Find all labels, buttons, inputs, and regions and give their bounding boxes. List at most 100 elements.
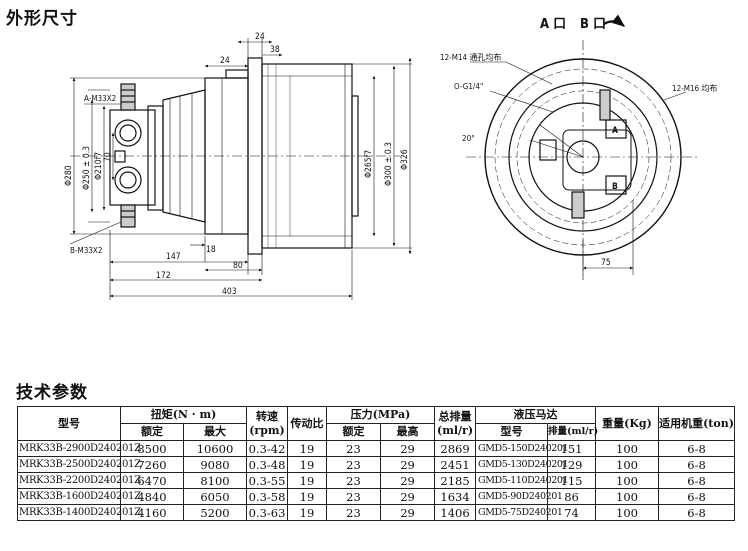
th-pressure-rated: 额定 [326,423,381,441]
cell-ratio: 19 [287,456,327,473]
dim-d250: Φ250 ± 0.3 [82,146,92,190]
th-model: 型号 [17,406,121,441]
cell-total-displacement: 2451 [434,456,477,473]
cell-pressure-max: 29 [379,472,436,489]
front-fitting-top [599,89,611,121]
cell-speed: 0.3-48 [246,456,288,473]
dim-d265: Φ265f7 [364,150,374,178]
cell-motor-model: GMD5-110D240201 [475,472,569,489]
th-machine-weight: 适用机重(ton) [658,406,736,441]
th-torque: 扭矩(N · m) [120,406,247,424]
cell-weight: 100 [595,456,660,473]
th-weight: 重量(Kg) [595,406,660,441]
port-b-box [605,175,627,195]
dim-172: 172 [156,271,171,281]
cell-weight: 100 [595,440,660,457]
cell-motor-model: GMD5-90D240201 [475,488,563,505]
cell-ratio: 19 [287,504,327,521]
tech-params-heading: 技术参数 [16,383,88,403]
cell-total-displacement: 2869 [434,440,477,457]
dim-24-top: 24 [255,32,265,42]
dim-d280: Φ280 [64,165,74,186]
port-a-direction-label: A 口 [540,17,566,32]
front-mark-a: A [612,126,618,136]
fitting-bottom [120,204,136,228]
cell-machine-weight: 6-8 [658,504,736,521]
th-torque-rated: 额定 [120,423,184,441]
side-view [69,38,412,300]
dim-147: 147 [166,252,181,262]
cell-pressure-max: 29 [379,456,436,473]
cell-pressure-rated: 23 [326,440,381,457]
cell-pressure-rated: 23 [326,456,381,473]
cell-speed: 0.3-58 [246,488,288,505]
fitting-top [120,83,136,111]
cell-ratio: 19 [287,440,327,457]
th-ratio: 传动比 [287,406,327,441]
cell-ratio: 19 [287,472,327,489]
cell-motor-model: GMD5-75D240201 [475,504,563,521]
th-pressure: 压力(MPa) [325,406,436,424]
holes-12-m14-label: 12-M14 通孔均布 [440,52,501,62]
cell-weight: 100 [595,472,660,489]
th-torque-max: 最大 [183,423,247,441]
cell-model: MRK33B-2500D240201Z [17,456,141,473]
spec-table: 型号 扭矩(N · m) 转速(rpm) 传动比 压力(MPa) 总排量(ml/… [17,406,736,521]
cell-pressure-max: 29 [379,488,436,505]
valve-cover [562,129,632,191]
cell-model: MRK33B-2200D240201Z [17,472,141,489]
th-motor-displacement: 排量(ml/r) [547,423,598,441]
drum-circle [508,82,658,232]
cell-pressure-max: 29 [379,504,436,521]
rotation-arrow [603,14,626,27]
dim-24-mid: 24 [220,56,230,66]
dim-38: 38 [270,45,280,55]
front-mark-b: B [612,182,618,192]
cell-machine-weight: 6-8 [658,472,736,489]
th-motor-model: 型号 [475,423,549,441]
cell-torque-max: 6050 [183,488,247,505]
front-fitting-bottom [571,191,585,219]
cell-machine-weight: 6-8 [658,456,736,473]
table-header-row-1: 型号 扭矩(N · m) 转速(rpm) 传动比 压力(MPa) 总排量(ml/… [17,406,736,441]
dim-80: 80 [233,261,243,271]
cell-torque-max: 9080 [183,456,247,473]
cell-weight: 100 [595,504,660,521]
port-a-outline [114,119,142,147]
cell-speed: 0.3-42 [246,440,288,457]
dim-75: 75 [601,258,611,268]
th-pressure-max: 最高 [379,423,436,441]
dim-70: 70 [103,152,113,162]
dim-18: 18 [206,245,216,255]
cell-torque-rated: 4160 [120,504,184,521]
port-a-thread-label: A-M33X2 [84,94,116,103]
cell-torque-max: 8100 [183,472,247,489]
cell-machine-weight: 6-8 [658,440,736,457]
cell-model: MRK33B-2900D240201Z [17,440,141,457]
dim-d210: Φ210f7 [94,152,104,180]
cell-total-displacement: 1634 [434,488,477,505]
cell-total-displacement: 1406 [434,504,477,521]
cell-machine-weight: 6-8 [658,488,736,505]
cell-pressure-rated: 23 [326,488,381,505]
cell-motor-model: GMD5-130D240201 [475,456,569,473]
port-b-thread-label: B-M33X2 [70,246,102,255]
dim-d300: Φ300 ± 0.3 [384,142,394,186]
cell-torque-max: 10600 [183,440,247,457]
cell-motor-displacement: 86 [547,488,597,505]
port-b-direction-label: B 口 [580,17,606,32]
cell-pressure-max: 29 [379,440,436,457]
holes-12-m16-label: 12-M16 均布 [672,83,717,93]
dim-403: 403 [222,287,237,297]
cell-model: MRK33B-1600D240201Z [17,488,141,505]
cell-speed: 0.3-63 [246,504,288,521]
table-header-row-2: 额定 最大 额定 最高 型号 排量(ml/r) [18,423,735,441]
th-displacement: 总排量(ml/r) [434,406,477,441]
th-motor: 液压马达 [475,406,597,424]
